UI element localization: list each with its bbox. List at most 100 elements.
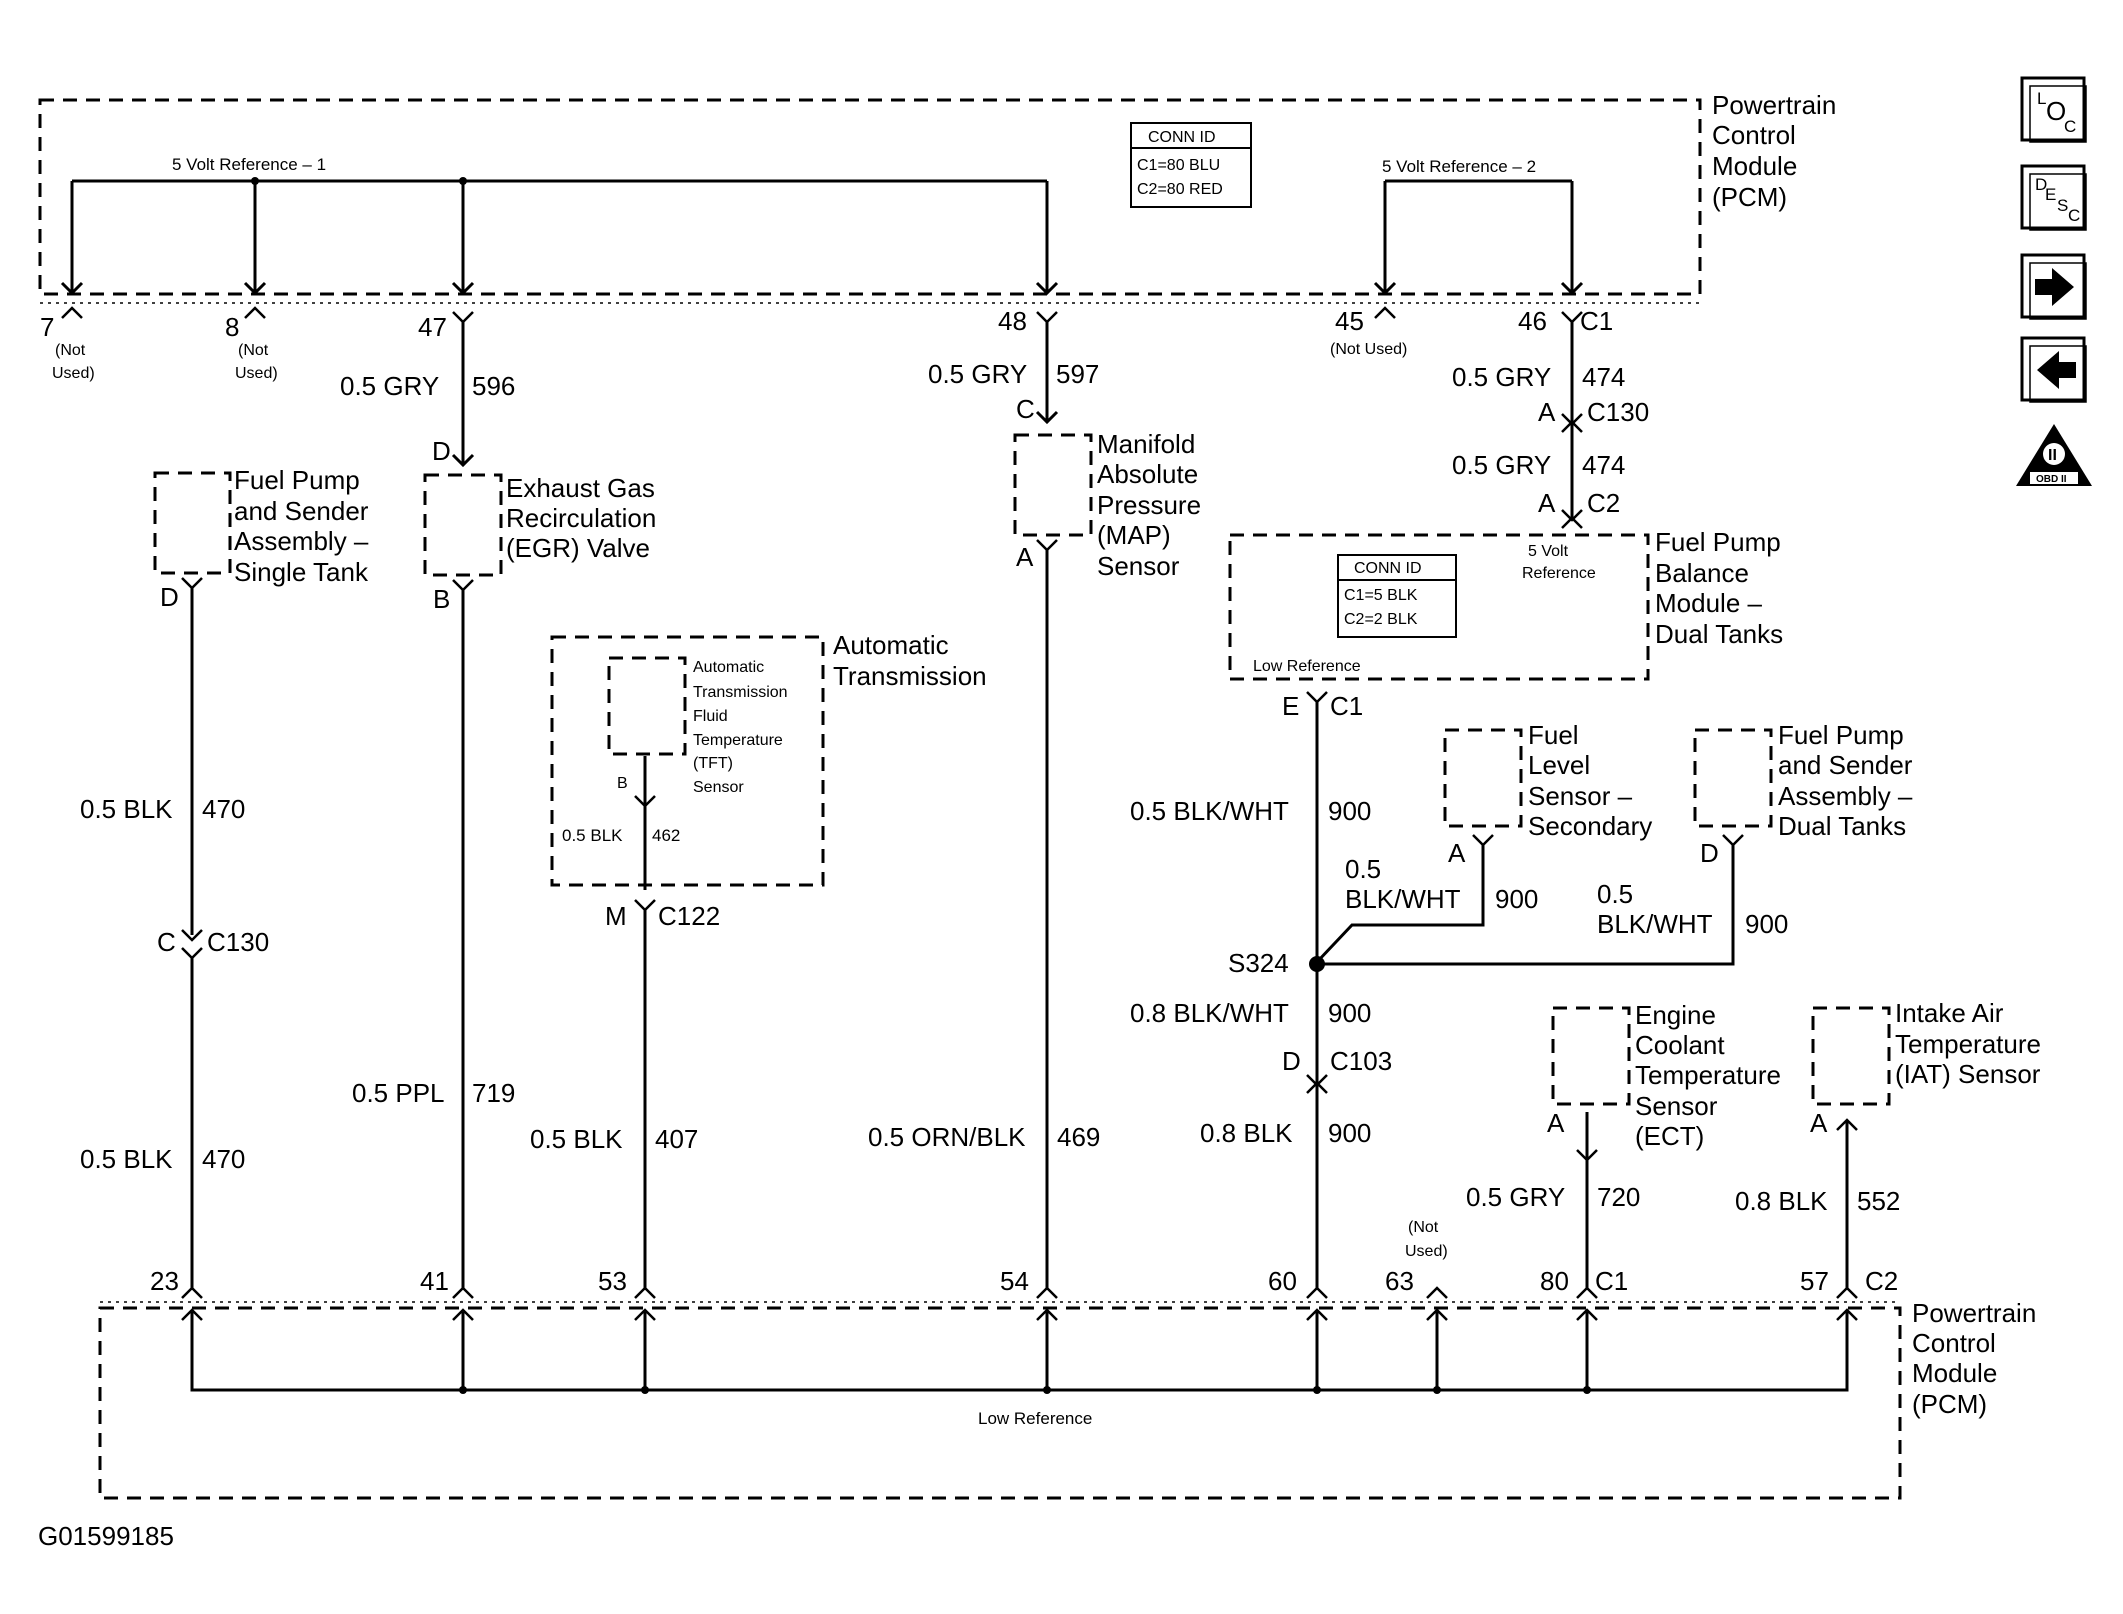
- ect-label-5: (ECT): [1635, 1121, 1704, 1151]
- top-pin-8-not: (Not: [238, 342, 269, 359]
- desc-letter-s: S: [2057, 196, 2068, 215]
- c2-label: C2: [1587, 488, 1620, 518]
- w552-size: 0.8 BLK: [1735, 1186, 1828, 1216]
- top-pins: 7 (Not Used) 8 (Not Used) 47 48 45 (Not …: [40, 302, 1700, 382]
- pcm-top-label-1: Powertrain: [1712, 90, 1836, 120]
- next-button[interactable]: [2020, 253, 2087, 320]
- loc-button[interactable]: L O C: [2020, 76, 2087, 143]
- bot-pin-80: 80: [1540, 1266, 1569, 1296]
- map-469-circuit: 469: [1057, 1122, 1100, 1152]
- w474a-circuit: 474: [1582, 362, 1625, 392]
- fuel-dual-label-2: and Sender: [1778, 750, 1913, 780]
- fpbm-5v-2: Reference: [1522, 565, 1596, 582]
- fuel-470a-size: 0.5 BLK: [80, 794, 173, 824]
- c122-conn-m: M: [605, 901, 627, 931]
- top-pin-8: 8: [225, 312, 239, 342]
- top-pin-45-not-used: (Not Used): [1330, 341, 1407, 358]
- conn-fpbm-line-1: C1=5 BLK: [1344, 587, 1418, 604]
- ref1-bus: 5 Volt Reference – 1: [60, 155, 1059, 296]
- pcm-top-label-2: Control: [1712, 120, 1796, 150]
- auto-trans-label-1: Automatic: [833, 630, 949, 660]
- map-circuit: 0.5 GRY 597 C Manifold Absolute Pressure…: [868, 322, 1201, 1290]
- conn-id-top: CONN ID C1=80 BLU C2=80 RED: [1130, 122, 1252, 208]
- egr-596-circuit: 596: [472, 371, 515, 401]
- fpbm-conn-c1: C1: [1330, 691, 1363, 721]
- fuel-470a-circuit: 470: [202, 794, 245, 824]
- egr-596-size: 0.5 GRY: [340, 371, 439, 401]
- ref2-bus: 5 Volt Reference – 2: [1373, 157, 1584, 296]
- bot-pin-57-c2: C2: [1865, 1266, 1898, 1296]
- obd-ii-button[interactable]: II OBD II: [2016, 424, 2092, 486]
- map-label-2: Absolute: [1097, 459, 1198, 489]
- arrow-right-icon: [2035, 268, 2074, 306]
- w900e-size: 0.8 BLK: [1200, 1118, 1293, 1148]
- tft-label-2: Transmission: [693, 684, 788, 701]
- loc-letter-c: C: [2064, 117, 2076, 136]
- pcm-bottom-low-ref: Low Reference: [978, 1409, 1092, 1428]
- ect-conn-a: A: [1547, 1108, 1565, 1138]
- desc-letter-e: E: [2045, 185, 2056, 204]
- fpbm-box: Fuel Pump Balance Module – Dual Tanks 5 …: [1228, 527, 1783, 681]
- map-label-4: (MAP): [1097, 520, 1171, 550]
- auto-trans: Automatic Transmission Automatic Transmi…: [530, 630, 987, 1290]
- desc-letter-d: D: [2035, 175, 2047, 194]
- fuel-single-label-1: Fuel Pump: [234, 465, 360, 495]
- bot-pin-57: 57: [1800, 1266, 1829, 1296]
- top-pin-48: 48: [998, 306, 1027, 336]
- w900a-circuit: 900: [1328, 796, 1371, 826]
- fpbm-5v-1: 5 Volt: [1528, 543, 1569, 560]
- pcm-bottom-label-2: Control: [1912, 1328, 1996, 1358]
- fuel-single-label-2: and Sender: [234, 496, 369, 526]
- w900b-size-2: BLK/WHT: [1345, 884, 1461, 914]
- bottom-pins: 23 41 53 54 60 63 (Not Used) 80 C1 57 C2: [100, 1219, 1900, 1303]
- w720-circuit: 720: [1597, 1182, 1640, 1212]
- conn-top-line-1: C1=80 BLU: [1137, 157, 1220, 174]
- tft-conn-b: B: [617, 775, 628, 792]
- conn-top-title: CONN ID: [1148, 129, 1216, 146]
- egr-label-2: Recirculation: [506, 503, 656, 533]
- fpbm-label-2: Balance: [1655, 558, 1749, 588]
- fuel-level-label-2: Level: [1528, 750, 1590, 780]
- fpbm-conn-e: E: [1282, 691, 1299, 721]
- pcm-bottom-label-1: Powertrain: [1912, 1298, 2036, 1328]
- loc-letter-o: O: [2046, 96, 2066, 126]
- obd-text: OBD II: [2036, 474, 2067, 485]
- fuel-470b-size: 0.5 BLK: [80, 1144, 173, 1174]
- c2-conn-a: A: [1538, 488, 1556, 518]
- c130-conn-a: A: [1538, 397, 1556, 427]
- fuel-single-label-3: Assembly –: [234, 526, 369, 556]
- fpbm-ref-circuit: 0.5 GRY 474 A C130 0.5 GRY 474 A C2: [1452, 322, 1649, 529]
- egr-conn-b: B: [433, 584, 450, 614]
- bot-pin-63-not: (Not: [1408, 1219, 1439, 1236]
- w900c-size-2: BLK/WHT: [1597, 909, 1713, 939]
- w900b-size-1: 0.5: [1345, 854, 1381, 884]
- iat-sensor: Intake Air Temperature (IAT) Sensor A 0.…: [1735, 998, 2041, 1290]
- conn-fpbm-line-2: C2=2 BLK: [1344, 611, 1418, 628]
- c103-conn-d: D: [1282, 1046, 1301, 1076]
- desc-letter-c: C: [2068, 206, 2080, 225]
- tft-label-5: (TFT): [693, 755, 733, 772]
- top-pin-46: 46: [1518, 306, 1547, 336]
- w474a-size: 0.5 GRY: [1452, 362, 1551, 392]
- bot-pin-80-c1: C1: [1595, 1266, 1628, 1296]
- prev-button[interactable]: [2020, 336, 2087, 403]
- fuel-conn-c130: C130: [207, 927, 269, 957]
- w720-size: 0.5 GRY: [1466, 1182, 1565, 1212]
- pcm-top-label-4: (PCM): [1712, 182, 1787, 212]
- ect-label-3: Temperature: [1635, 1060, 1781, 1090]
- fuel-conn-c: C: [157, 927, 176, 957]
- desc-button[interactable]: D E S C: [2020, 164, 2087, 231]
- w900c-size-1: 0.5: [1597, 879, 1633, 909]
- fuel-level-conn-a: A: [1448, 838, 1466, 868]
- bot-pin-63-used: Used): [1405, 1243, 1448, 1260]
- w900d-circuit: 900: [1328, 998, 1371, 1028]
- tft-label-4: Temperature: [693, 732, 783, 749]
- egr-conn-d: D: [432, 436, 451, 466]
- ect-label-4: Sensor: [1635, 1091, 1718, 1121]
- splice-s324: S324: [1228, 948, 1289, 978]
- bot-pin-23: 23: [150, 1266, 179, 1296]
- w552-circuit: 552: [1857, 1186, 1900, 1216]
- top-pin-7-not: (Not: [55, 342, 86, 359]
- obd-roman: II: [2048, 447, 2057, 464]
- fuel-dual-conn-d: D: [1700, 838, 1719, 868]
